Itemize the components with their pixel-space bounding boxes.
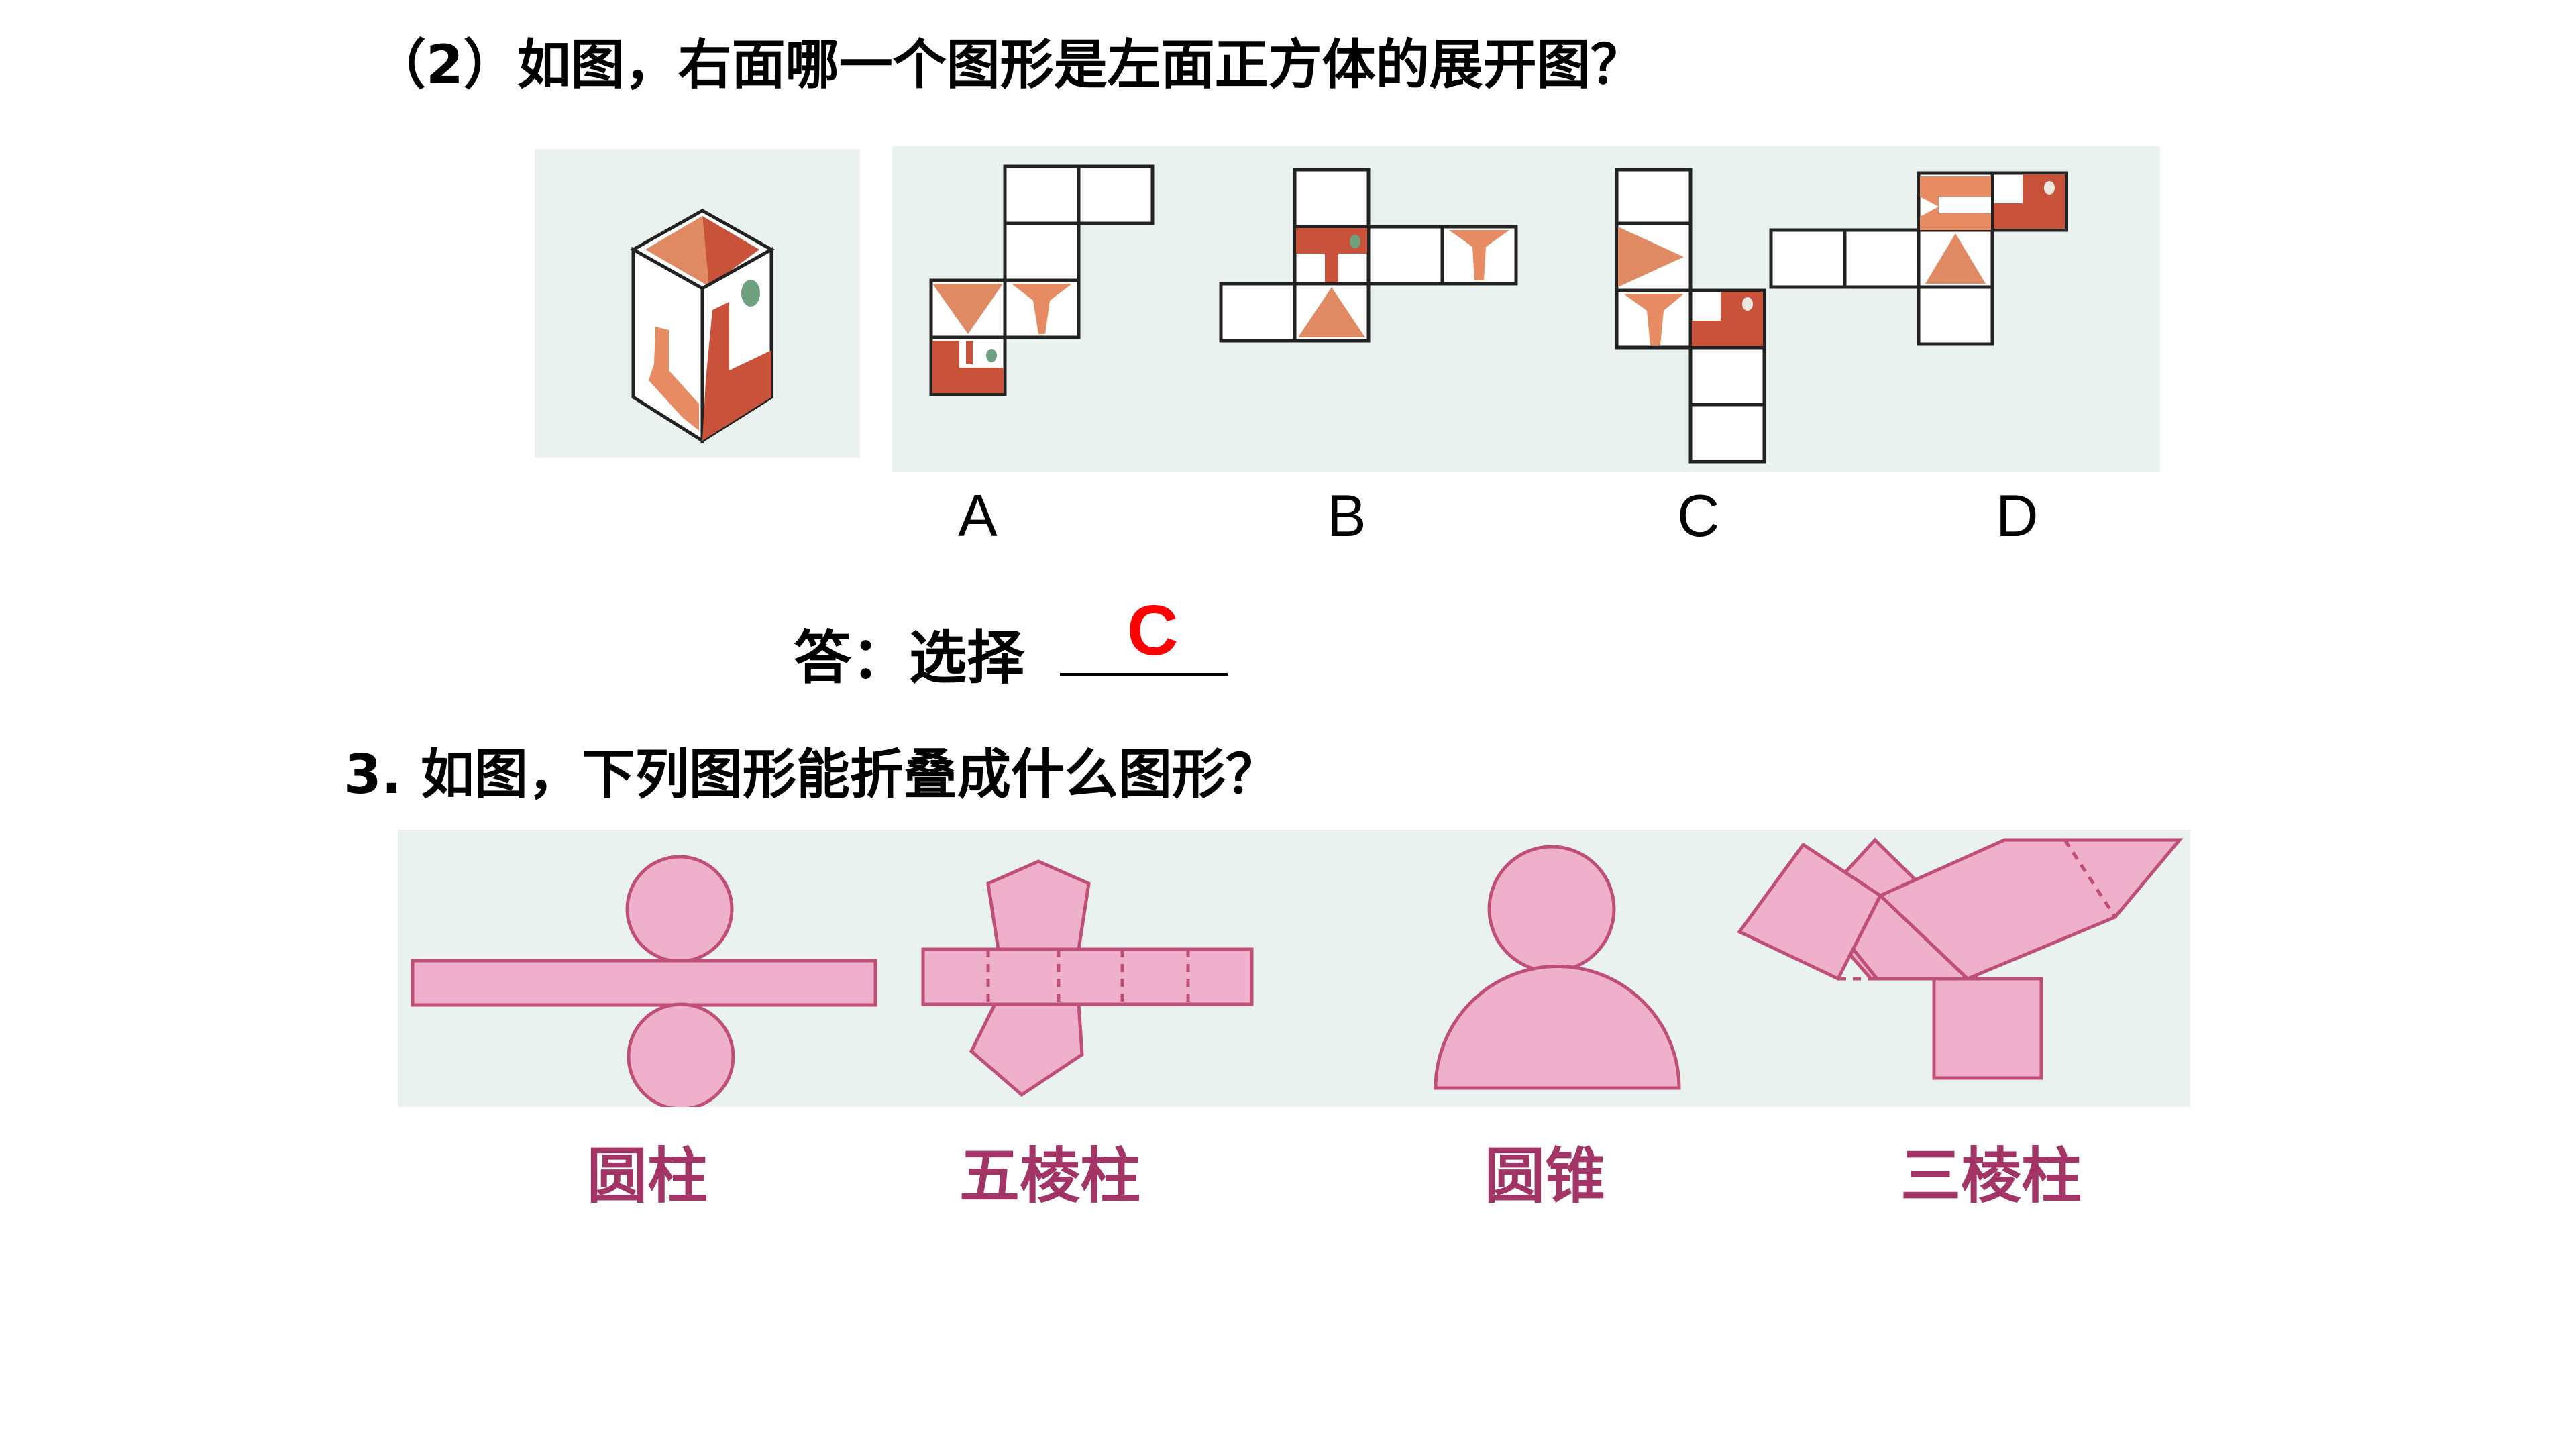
cube-image: [535, 149, 860, 458]
triangular-prism-net: [1737, 837, 2184, 1080]
answer-blank-line: [1060, 673, 1228, 676]
shape-label-triangular-prism: 三棱柱: [1900, 1141, 2082, 1212]
option-a-label: A: [958, 482, 998, 549]
option-d-label: D: [1996, 482, 2039, 549]
cylinder-net: [411, 855, 877, 1107]
question-2-text: （2）如图，右面哪一个图形是左面正方体的展开图？: [372, 34, 1644, 96]
net-a: [929, 164, 1155, 396]
answer-value: C: [1127, 591, 1179, 670]
option-c-label: C: [1677, 482, 1720, 549]
shape-label-cylinder: 圆柱: [587, 1141, 708, 1212]
shape-label-pentagonal-prism: 五棱柱: [959, 1141, 1140, 1212]
cone-net: [1434, 845, 1681, 1090]
net-b: [1219, 168, 1518, 343]
option-b-label: B: [1327, 482, 1366, 549]
solid-nets-image: [398, 830, 2190, 1107]
answer-prefix: 答：选择: [794, 625, 1024, 692]
cube-nets-image: [892, 146, 2160, 472]
question-3-text: 3. 如图，下列图形能折叠成什么图形？: [344, 743, 1279, 806]
net-d: [1769, 171, 2068, 346]
shape-label-cone: 圆锥: [1485, 1141, 1605, 1212]
pentagonal-prism-net: [921, 859, 1254, 1097]
